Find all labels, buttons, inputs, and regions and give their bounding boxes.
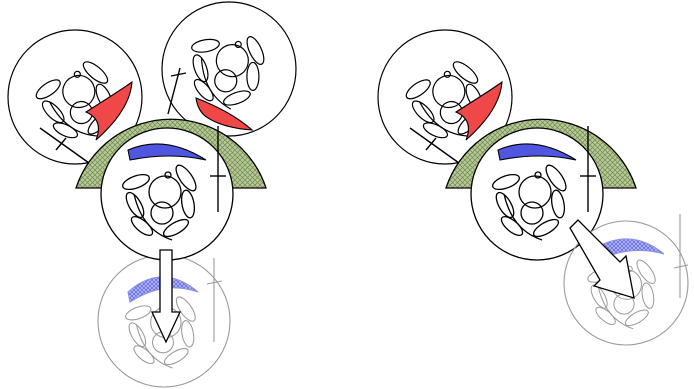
right-panel <box>378 30 688 345</box>
arrow-icon-diagonal <box>570 220 634 298</box>
unit-center-left <box>101 126 233 260</box>
left-panel <box>8 2 296 387</box>
